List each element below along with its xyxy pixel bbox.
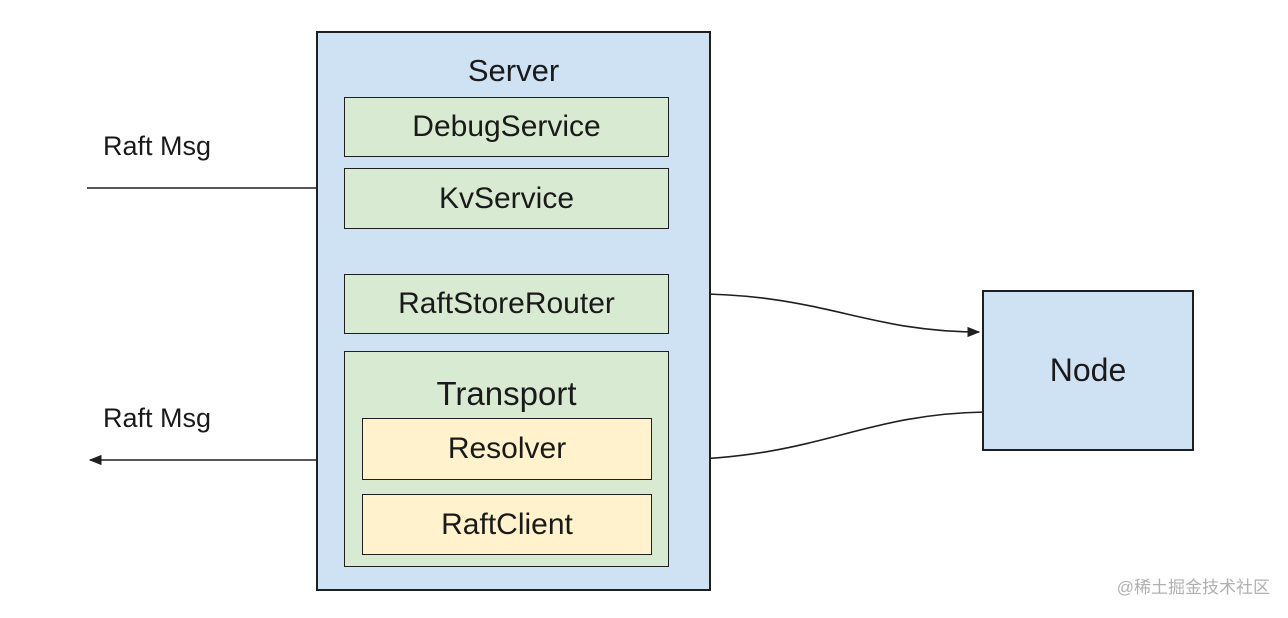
resolver-label: Resolver [447, 432, 567, 465]
raft-store-router-label: RaftStoreRouter [398, 287, 615, 320]
outgoing-msg-label: Raft Msg [103, 403, 212, 433]
raft-client-label: RaftClient [441, 507, 573, 541]
incoming-msg-label: Raft Msg [103, 131, 212, 161]
raft-client-box: RaftClient [362, 494, 652, 555]
node-label: Node [1049, 352, 1127, 388]
raft-store-router-box: RaftStoreRouter [344, 274, 669, 334]
kv-service-label: KvService [438, 181, 575, 215]
node-box: Node [982, 290, 1194, 451]
kv-service-box: KvService [344, 168, 669, 229]
debug-service-label: DebugService [412, 110, 601, 143]
watermark: @稀土掘金技术社区 [1116, 578, 1270, 597]
transport-title: Transport [436, 375, 577, 412]
debug-service-box: DebugService [344, 97, 669, 157]
server-title: Server [467, 53, 560, 88]
router-to-node-arrow [668, 292, 981, 338]
node-to-resolver-arrow [669, 411, 986, 465]
resolver-box: Resolver [362, 418, 652, 480]
